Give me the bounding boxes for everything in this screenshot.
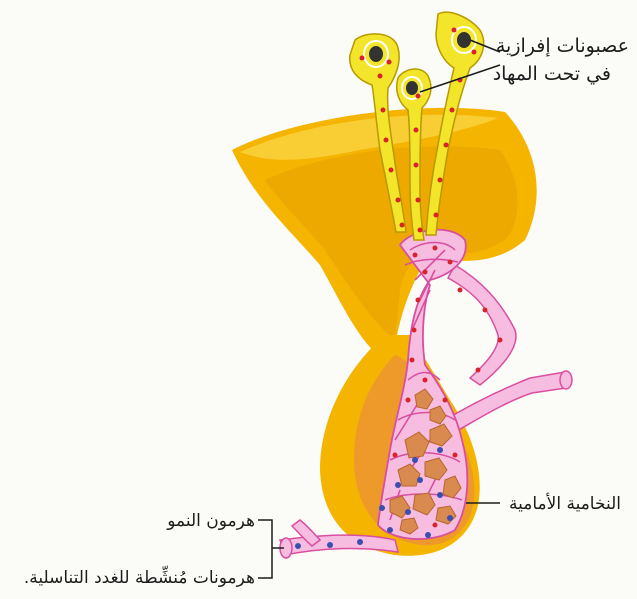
label-gonadotropic-hormones: هرمونات مُنشِّطة للغدد التناسلية.	[24, 567, 255, 589]
label-anterior-pituitary: النخامية الأمامية	[509, 493, 621, 515]
label-neurosecretory-line2: في تحت المهاد	[493, 62, 611, 86]
portal-vessel-upper	[448, 265, 516, 385]
vessel-end-right	[560, 371, 572, 389]
label-growth-hormone: هرمون النمو	[167, 510, 255, 532]
label-neurosecretory-line1: عصبونات إفرازية	[496, 34, 629, 58]
portal-vessel-right	[445, 372, 566, 432]
